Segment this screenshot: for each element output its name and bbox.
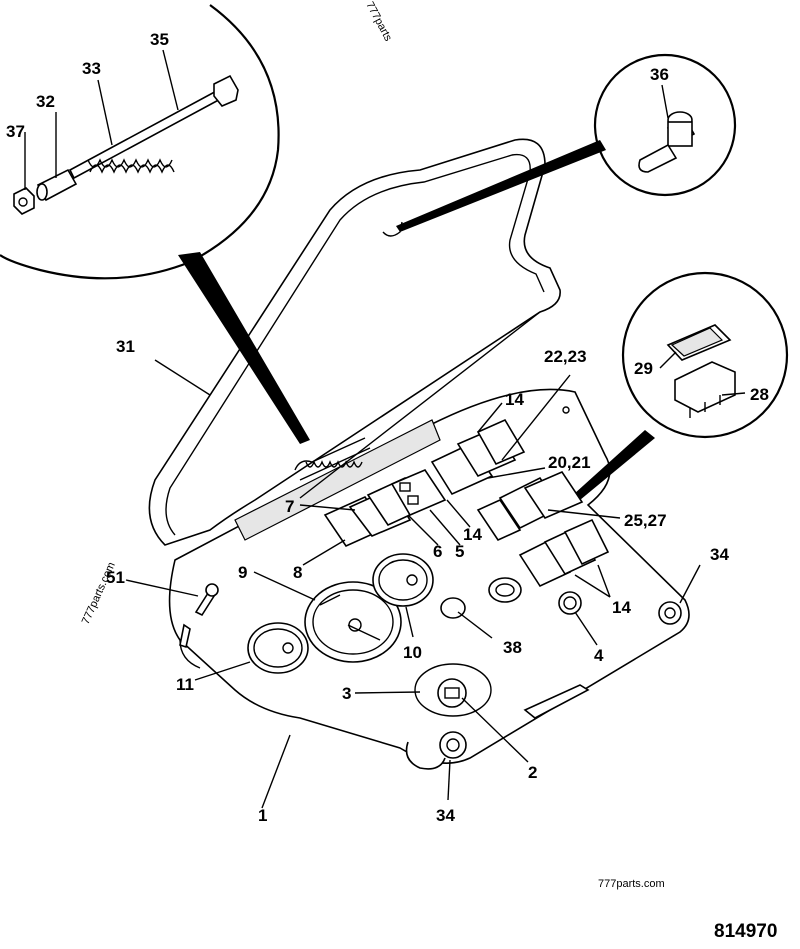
callout-32: 32 — [36, 92, 55, 111]
callout-labels: 1 2 3 4 5 6 7 8 9 10 11 14 14 14 20,21 2… — [6, 30, 769, 825]
bolt — [194, 583, 219, 617]
callout-1: 1 — [258, 806, 267, 825]
callout-31: 31 — [116, 337, 135, 356]
callout-11: 11 — [176, 675, 194, 694]
callout-14-mid: 14 — [463, 525, 482, 544]
callout-25-27: 25,27 — [624, 511, 667, 530]
drawing-number: 814970 — [714, 921, 777, 942]
callout-28: 28 — [750, 385, 769, 404]
callout-7: 7 — [285, 497, 294, 516]
callout-8: 8 — [293, 563, 302, 582]
callout-4: 4 — [594, 646, 604, 665]
callout-14-right: 14 — [612, 598, 631, 617]
callout-9: 9 — [238, 563, 247, 582]
callout-38: 38 — [503, 638, 522, 657]
callout-14-top: 14 — [505, 390, 524, 409]
detail-circle-lock — [396, 53, 737, 232]
gauge-right — [372, 553, 434, 607]
callout-22-23: 22,23 — [544, 347, 587, 366]
callout-35: 35 — [150, 30, 169, 49]
watermark-side: 777parts.com — [80, 560, 118, 626]
callout-5: 5 — [455, 542, 464, 561]
leader-lines — [24, 49, 746, 809]
watermark-top: 777parts — [363, 0, 394, 44]
callout-36: 36 — [650, 65, 669, 84]
key-switch — [414, 663, 492, 717]
detail-circle-switch — [574, 271, 789, 500]
callout-34-bottom: 34 — [436, 806, 455, 825]
callout-3: 3 — [342, 684, 351, 703]
callout-29: 29 — [634, 359, 653, 378]
callout-51: 51 — [106, 568, 125, 587]
gauge-speedometer — [304, 581, 402, 663]
callout-2: 2 — [528, 763, 537, 782]
callout-6: 6 — [433, 542, 442, 561]
switch-bank-right — [476, 471, 610, 588]
detail-circle-hinge — [0, 4, 310, 444]
gauge-left — [247, 622, 309, 674]
hinge-spring — [294, 437, 371, 481]
watermark-bottom: 777parts.com — [598, 878, 665, 890]
callout-20-21: 20,21 — [548, 453, 591, 472]
callout-10: 10 — [403, 643, 422, 662]
foot-34 — [439, 601, 682, 759]
callout-33: 33 — [82, 59, 101, 78]
handle-bracket — [523, 684, 590, 719]
knob — [558, 591, 582, 615]
callout-37: 37 — [6, 122, 25, 141]
callout-34-right: 34 — [710, 545, 729, 564]
grommet-ring — [488, 577, 522, 603]
